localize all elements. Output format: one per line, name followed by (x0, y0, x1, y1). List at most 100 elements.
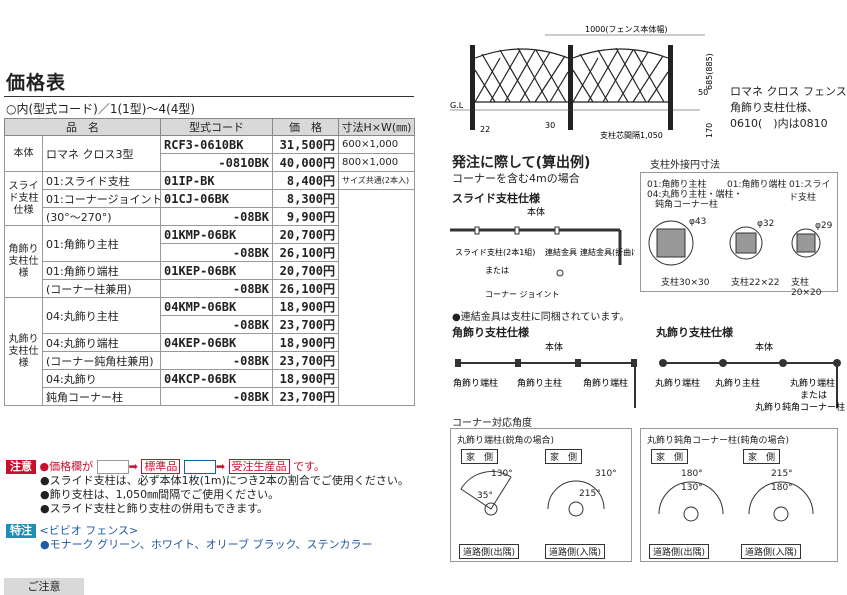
dim-50: 50 (698, 88, 708, 97)
made-to-order-color-box (183, 460, 216, 474)
maru-title: 丸飾り支柱仕様 (656, 326, 733, 339)
model-code: 01KEP-06BK (160, 261, 273, 280)
model-code: 04KEP-06BK (160, 333, 273, 352)
product-name: (コーナー鈍角柱兼用) (42, 351, 161, 370)
special-line: 特注 <ビビオ フェンス> (6, 524, 416, 538)
price-table: 品 名 型式コード 価 格 寸法H×W(㎜) 本体 ロマネ クロス3型 RCF3… (4, 118, 415, 406)
price-value: 8,300円 (272, 189, 339, 208)
table-row: 01:角飾り端柱 01KEP-06BK 20,700円 (5, 261, 415, 280)
post-size-title: 支柱外接円寸法 (650, 160, 720, 171)
group-label: 丸飾り支柱仕様 (4, 297, 43, 406)
dim-height: 685(885) (705, 53, 714, 90)
product-name: (コーナー柱兼用) (42, 279, 161, 298)
price-value: 20,700円 (272, 261, 339, 280)
connector-bent-label: 連結金具(折曲げて使用) (580, 247, 635, 257)
dim-22: 22 (480, 125, 490, 134)
post-layout-diagram: 本体 本体 角飾り端柱 角飾り主柱 角飾り端柱 丸飾り端柱 丸飾り主柱 丸飾り端… (453, 341, 845, 413)
col-header-size: 寸法H×W(㎜) (338, 118, 415, 136)
model-code: RCF3-0610BK (160, 135, 273, 154)
model-code: 01CJ-06BK (160, 189, 273, 208)
fence-width-label: 1000(フェンス本体幅) (585, 24, 667, 34)
road-in-label: 道路側(入隅) (545, 544, 606, 559)
size-blank (338, 189, 415, 406)
standard-color-box (96, 460, 129, 474)
product-name: 鈍角コーナー柱 (42, 387, 161, 406)
or-label: または (485, 266, 509, 275)
caution-end: です。 (293, 460, 325, 473)
post-size-d1: φ43 (689, 217, 707, 227)
angle-right-title: 丸飾り鈍角コーナー柱(鈍角の場合) (647, 436, 790, 446)
note-line: ●飾り支柱は、1,050㎜間隔でご使用ください。 (40, 488, 280, 501)
model-code: -08BK (160, 279, 273, 298)
price-value: 18,900円 (272, 333, 339, 352)
connector-note: ●連結金具は支柱に同梱されています。 (452, 312, 630, 323)
angle-box-left: 丸飾り端柱(鋭角の場合) 家 側 家 側 130° 35° 310° 215° … (450, 428, 632, 562)
price-value: 18,900円 (272, 369, 339, 388)
model-code: 04KCP-06BK (160, 369, 273, 388)
special-tag: 特注 (6, 524, 36, 538)
model-code: -08BK (160, 207, 273, 226)
notes-block: 注意 ●価格欄が ➡ 標準品 ➡ 受注生産品 です。 ●スライド支柱は、必ず本体… (6, 459, 416, 552)
kaku-title: 角飾り支柱仕様 (452, 326, 529, 339)
caution-line: 注意 ●価格欄が ➡ 標準品 ➡ 受注生産品 です。 (6, 459, 416, 474)
price-value: 23,700円 (272, 387, 339, 406)
post-size-box: 01:角飾り主柱 04:丸飾り主柱・端柱・ 鈍角コーナー柱 01:角飾り端柱 0… (640, 172, 838, 298)
page-title: 価格表 (6, 72, 67, 94)
road-out-label-2: 道路側(出隅) (649, 544, 710, 559)
price-value: 18,900円 (272, 297, 339, 316)
price-value: 26,100円 (272, 279, 339, 298)
table-row: 01:コーナージョイント 01CJ-06BK 8,300円 (5, 189, 415, 406)
model-code: 01IP-BK (160, 171, 273, 190)
table-row: 鈍角コーナー柱 -08BK 23,700円 (5, 387, 415, 406)
table-subtitle: ○内(型式コード)／1(1型)～4(4型) (6, 102, 196, 116)
model-code: 01KMP-06BK (160, 225, 273, 244)
col-header-name: 品 名 (4, 118, 161, 136)
product-name: 01:スライド支柱 (42, 171, 161, 190)
fence-caption: ロマネ クロス フェンス 角飾り支柱仕様、 0610( )内は0810 (730, 84, 847, 132)
price-value: 31,500円 (272, 135, 339, 154)
post-size-l3: 鈍角コーナー柱 (655, 200, 719, 210)
fence-elevation-drawing: 1000(フェンス本体幅) G.L 50 685(885) 170 22 30 … (450, 24, 714, 140)
made-to-order-label: 受注生産品 (228, 459, 290, 474)
post-size-l4: 01:角飾り端柱 (727, 180, 787, 190)
price-value: 40,000円 (272, 153, 339, 172)
model-code: -08BK (160, 243, 273, 262)
title-divider (4, 96, 414, 97)
price-value: 9,900円 (272, 207, 339, 226)
angle-215: 215° (579, 489, 601, 499)
body-label-kaku: 本体 (545, 341, 563, 353)
col-header-price: 価 格 (272, 118, 339, 136)
main-post-label: 角飾り主柱 (517, 377, 562, 389)
caption-line: 0610( )内は0810 (730, 117, 828, 130)
angle-left-title: 丸飾り端柱(鋭角の場合) (457, 436, 555, 446)
caution-text: ●価格欄が (39, 460, 94, 473)
maru-or-label: または (800, 390, 827, 401)
post-size-d3: φ29 (815, 221, 833, 231)
size-value: サイズ共通(2本入) (338, 171, 415, 190)
group-label: 本体 (4, 135, 43, 172)
end-post-label: 角飾り端柱 (453, 377, 498, 389)
size-value: 800×1,000 (338, 153, 415, 172)
col-header-code: 型式コード (160, 118, 273, 136)
model-code: -08BK (160, 351, 273, 370)
road-in-label-2: 道路側(入隅) (741, 544, 802, 559)
price-value: 23,700円 (272, 315, 339, 334)
model-code: -08BK (160, 315, 273, 334)
slide-post-diagram: 本体 スライド支柱(2本1組) 連結金具 連結金具(折曲げて使用) または コー… (450, 206, 635, 299)
table-row: (コーナー鈍角柱兼用) -08BK 23,700円 (5, 351, 415, 370)
post-size-d2: φ32 (757, 219, 775, 229)
model-code: 04KMP-06BK (160, 297, 273, 316)
dim-30: 30 (545, 121, 555, 130)
angle-130-right: 130° (681, 483, 703, 493)
group-label: スライド支柱仕様 (4, 171, 43, 226)
angle-180: 180° (681, 469, 703, 479)
note-line: ●スライド支柱と飾り支柱の併用もできます。 (40, 502, 269, 515)
post-size-s3: 支柱20×20 (791, 278, 822, 298)
price-value: 8,400円 (272, 171, 339, 190)
body-label: 本体 (527, 206, 545, 218)
note-line: ●スライド支柱は、必ず本体1枚(1m)につき2本の割合でご使用ください。 (40, 474, 409, 487)
angle-box-right: 丸飾り鈍角コーナー柱(鈍角の場合) 家 側 家 側 180° 130° 215°… (640, 428, 838, 562)
group-label: 角飾り支柱仕様 (4, 225, 43, 298)
standard-label: 標準品 (141, 459, 181, 474)
table-row: (コーナー柱兼用) -08BK 26,100円 (5, 279, 415, 298)
